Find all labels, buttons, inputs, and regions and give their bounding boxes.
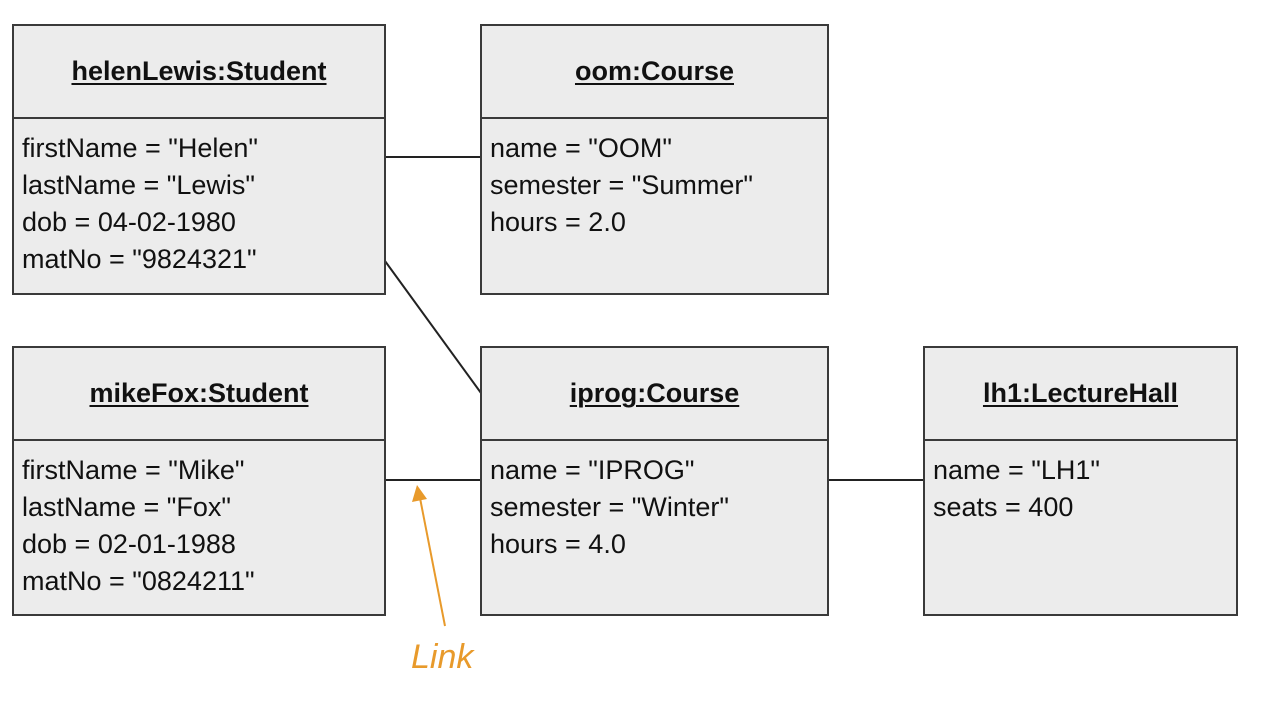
object-oom-course: oom:Course name = "OOM" semester = "Summ… — [480, 24, 829, 295]
attribute: semester = "Winter" — [490, 492, 729, 522]
object-title: oom:Course — [574, 56, 734, 86]
attribute: firstName = "Helen" — [22, 133, 258, 163]
object-header: iprog:Course — [482, 348, 827, 441]
object-attributes: name = "OOM" semester = "Summer" hours =… — [490, 130, 823, 241]
link-helen-iprog — [384, 260, 482, 394]
attribute: lastName = "Fox" — [22, 492, 231, 522]
object-iprog-course: iprog:Course name = "IPROG" semester = "… — [480, 346, 829, 616]
attribute: matNo = "0824211" — [22, 566, 255, 596]
attribute: dob = 02-01-1988 — [22, 529, 236, 559]
attribute: lastName = "Lewis" — [22, 170, 256, 200]
object-helen-lewis-student: helenLewis:Student firstName = "Helen" l… — [12, 24, 386, 295]
attribute: firstName = "Mike" — [22, 455, 245, 485]
object-header: mikeFox:Student — [14, 348, 384, 441]
object-attributes: name = "LH1" seats = 400 — [933, 452, 1232, 526]
link-annotation-arrow — [412, 485, 446, 627]
attribute: name = "LH1" — [933, 455, 1101, 485]
attribute: matNo = "9824321" — [22, 244, 257, 274]
attribute: name = "OOM" — [490, 133, 672, 163]
link-annotation-label: Link — [411, 638, 474, 676]
attribute: semester = "Summer" — [490, 170, 753, 200]
object-header: lh1:LectureHall — [925, 348, 1236, 441]
object-attributes: firstName = "Helen" lastName = "Lewis" d… — [22, 130, 380, 278]
object-attributes: firstName = "Mike" lastName = "Fox" dob … — [22, 452, 380, 600]
object-title: helenLewis:Student — [71, 56, 327, 86]
attribute: seats = 400 — [933, 492, 1074, 522]
object-lh1-lecture-hall: lh1:LectureHall name = "LH1" seats = 400 — [923, 346, 1238, 616]
attribute: name = "IPROG" — [490, 455, 695, 485]
attribute: hours = 4.0 — [490, 529, 626, 559]
attribute: dob = 04-02-1980 — [22, 207, 236, 237]
object-header: helenLewis:Student — [14, 26, 384, 119]
object-title: iprog:Course — [569, 378, 740, 408]
object-title: lh1:LectureHall — [982, 378, 1179, 408]
object-mike-fox-student: mikeFox:Student firstName = "Mike" lastN… — [12, 346, 386, 616]
object-header: oom:Course — [482, 26, 827, 119]
attribute: hours = 2.0 — [490, 207, 626, 237]
object-title: mikeFox:Student — [89, 378, 309, 408]
object-attributes: name = "IPROG" semester = "Winter" hours… — [490, 452, 823, 563]
